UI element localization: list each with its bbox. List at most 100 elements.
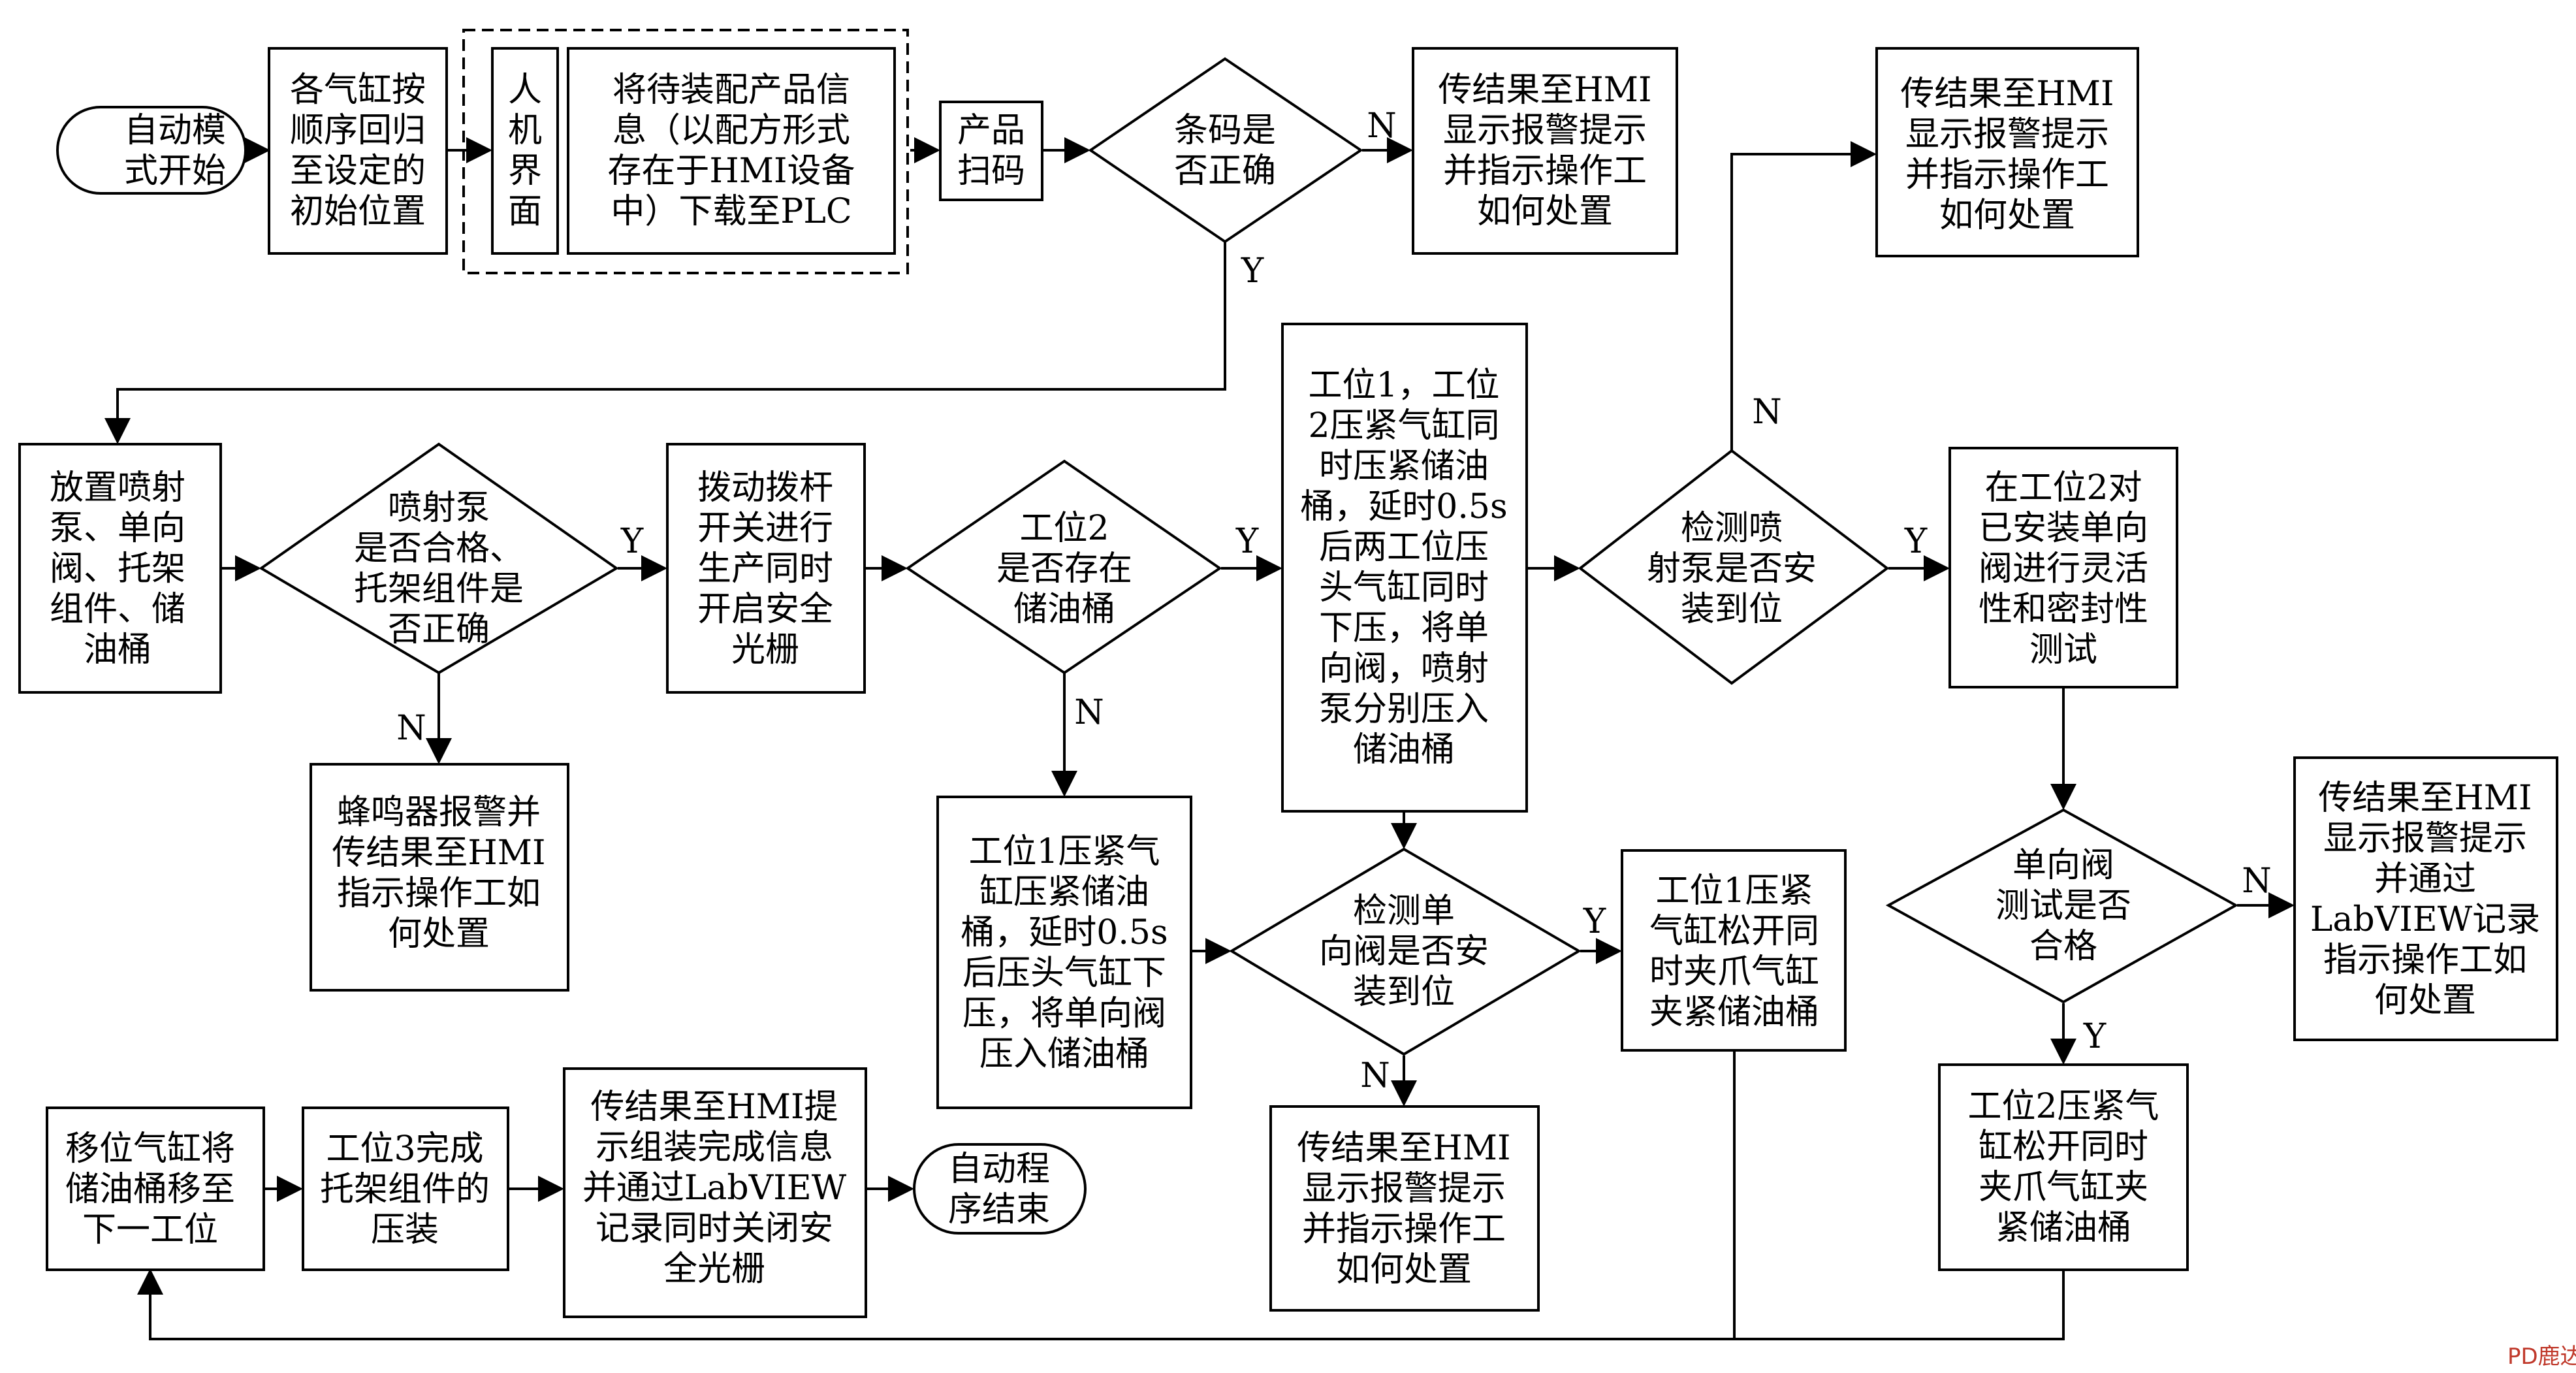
node-text-line: 至设定的 [290,152,426,191]
watermark: PD鹿达信 [2507,1344,2576,1370]
node-text-line: 工位1，工位 [1308,366,1499,405]
node-text-line: 夹紧储油桶 [1649,993,1819,1032]
node-text-line: 储油桶 [1353,730,1455,769]
node-text-line: 工位2压紧气 [1967,1087,2159,1126]
node-both-press: 工位1，工位2压紧气缸同时压紧储油桶，延时0.5s后两工位压头气缸同时下压，将单… [1281,323,1528,813]
node-text-line: 组件、储 [50,590,185,629]
node-text-line: 桶，延时0.5s [1300,487,1507,526]
node-text-line: 时压紧储油 [1319,447,1489,486]
node-text-line: 指示操作工如 [2323,941,2527,980]
node-text-line: 何处置 [388,914,490,954]
node-text-line: 传结果至HMI提 [590,1088,838,1127]
edge-pump-alarm [1730,141,1877,451]
node-text-line: 各气缸按 [290,71,426,110]
node-text-line: 性和密封性 [1979,590,2148,629]
node-text-line: 向阀是否安 [1319,932,1489,971]
node-text-line: 传结果至HMI [1900,74,2114,114]
node-text-line: 下一工位 [82,1210,218,1250]
node-text-line: 时夹爪气缸 [1649,952,1819,992]
node-text-line: 喷射泵 [388,489,490,528]
node-text-line: 开关进行 [697,509,833,548]
node-text-line: 射泵是否安 [1647,549,1817,589]
node-text-line: 何处置 [2374,981,2476,1020]
node-text-line: 产品 [957,111,1025,150]
node-text-line: 生产同时 [697,549,833,589]
node-text-line: 顺序回归 [290,111,426,150]
node-text-line: 后压头气缸下 [962,954,1166,993]
node-text-line: 头气缸同时 [1319,568,1489,607]
node-text-line: 传结果至HMI [2318,779,2532,818]
node-text-line: 检测单 [1353,892,1455,931]
node-text-line: 压，将单向阀 [962,994,1166,1033]
label-tank-yes: Y [1235,522,1259,561]
label-parts-yes: Y [620,522,644,561]
node-text-line: 工位3完成 [326,1129,483,1169]
node-text-line: 息（以配方形式 [612,111,850,150]
node-text-line: 气缸松开同 [1649,912,1819,951]
label-valve-yes: Y [1583,902,1606,941]
node-text-line: 初始位置 [290,192,426,231]
node-text-line: 存在于HMI设备 [607,152,855,191]
label-barcode-yes: Y [1241,251,1264,291]
node-text-line: 向阀，喷射 [1319,649,1489,688]
node-text-line: 单向阀 [2012,846,2114,885]
node-text-line: 式开始 [124,152,226,191]
node-text-line: 指示操作工如 [337,874,541,913]
node-text-line: 全光栅 [663,1250,765,1289]
node-text-line: 放置喷射 [50,468,185,508]
node-text-line: 如何处置 [1336,1250,1472,1289]
node-text-line: 并通过LabVIEW [582,1169,847,1208]
node-text-line: 序结束 [948,1190,1050,1229]
node-text-line: 下压，将单 [1319,609,1489,648]
node-text-line: 油桶 [84,630,151,670]
node-text-line: 蜂鸣器报警并 [337,793,541,832]
node-text-line: 记录同时关闭安 [596,1209,833,1248]
node-text-line: 缸压紧储油 [979,873,1149,912]
label-valvetest-yes: Y [2083,1017,2107,1056]
node-text-line: 开启安全 [697,590,833,629]
node-text-line: 装到位 [1353,973,1455,1012]
node-text-line: 显示报警提示 [1302,1169,1506,1208]
node-text-line: 机 [508,111,542,150]
node-text-line: 条码是 [1174,111,1276,150]
node-text-line: 测试 [2029,630,2097,670]
node-text-line: 阀、托架 [50,549,185,589]
label-pump-yes: Y [1904,522,1928,561]
node-text-line: 托架组件的 [320,1170,490,1209]
hmi-group-frame [462,29,909,274]
label-tank-no: N [1074,693,1104,732]
label-valve-no: N [1360,1056,1390,1095]
node-text-line: 阀进行灵活 [1979,549,2148,589]
edge-labels: N Y Y N Y N N Y N Y N Y [396,106,2272,1095]
node-text-line: 是否存在 [996,549,1132,589]
label-valvetest-no: N [2242,862,2272,901]
node-text-line: 并指示操作工 [1905,155,2109,195]
node-text-line: 是否合格、 [354,529,524,568]
node-text-line: 工位2 [1019,509,1109,548]
node-text-line: 拨动拨杆 [697,468,833,508]
node-text-line: 示组装完成信息 [596,1128,833,1167]
node-text-line: 面 [508,192,542,231]
node-text-line: 并通过 [2374,860,2476,899]
node-text-line: 否正确 [388,610,490,649]
node-text-line: 托架组件是 [354,570,524,609]
label-barcode-no: N [1367,106,1397,146]
node-text-line: 界 [508,152,542,191]
node-text-line: 缸松开同时 [1979,1127,2148,1167]
node-text-line: LabVIEW记录 [2310,900,2540,939]
node-text-line: 否正确 [1174,152,1276,191]
